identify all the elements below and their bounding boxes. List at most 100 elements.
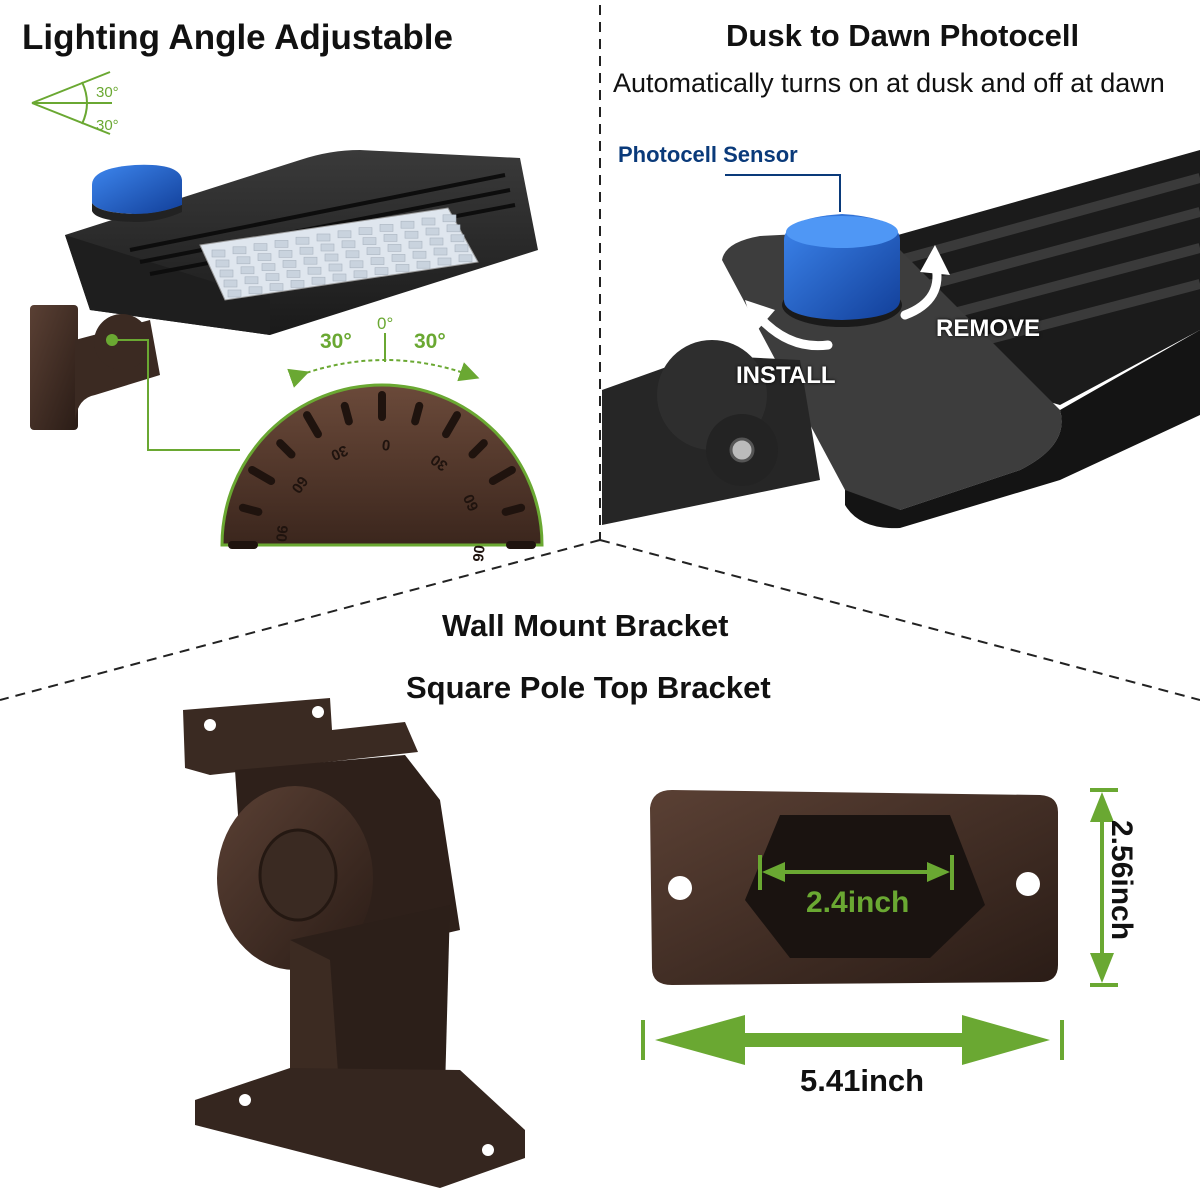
led-chip bbox=[211, 249, 226, 258]
led-chip bbox=[395, 264, 410, 272]
angle-icon-upper-label: 30° bbox=[96, 84, 119, 101]
bracket-title-wall: Wall Mount Bracket bbox=[442, 608, 729, 643]
led-chip bbox=[379, 224, 394, 232]
photocell-subtitle: Automatically turns on at dusk and off a… bbox=[613, 68, 1165, 98]
led-chip bbox=[286, 270, 301, 278]
led-chip bbox=[437, 257, 452, 266]
led-chip bbox=[236, 256, 251, 265]
led-chip bbox=[450, 234, 465, 243]
led-chip bbox=[227, 289, 242, 298]
width-dimension: 5.41inch bbox=[800, 1063, 925, 1098]
led-chip bbox=[332, 273, 347, 282]
dial-callout-line bbox=[112, 339, 240, 451]
angle-icon-lower-label: 30° bbox=[96, 117, 119, 134]
led-chip bbox=[374, 267, 389, 275]
led-chip bbox=[290, 280, 305, 288]
led-chip bbox=[324, 253, 339, 262]
angle-dial bbox=[220, 333, 544, 549]
dial-marking: 90 bbox=[271, 523, 291, 543]
led-chip bbox=[316, 233, 331, 242]
led-chip bbox=[295, 236, 310, 245]
led-chip bbox=[400, 220, 415, 229]
led-chip bbox=[257, 253, 272, 261]
led-chip bbox=[416, 260, 431, 269]
led-chip bbox=[454, 244, 469, 253]
led-chip bbox=[391, 254, 406, 262]
led-chip bbox=[345, 250, 360, 259]
dial-left-label: 30° bbox=[320, 330, 352, 353]
led-chip bbox=[299, 246, 314, 255]
dial-tick bbox=[276, 439, 296, 459]
led-chip bbox=[303, 256, 318, 265]
street-light-fixture bbox=[30, 150, 538, 430]
led-chip bbox=[353, 270, 368, 279]
led-chip bbox=[383, 234, 398, 242]
bracket-title-pole: Square Pole Top Bracket bbox=[406, 670, 771, 705]
dimension-arrow-icon bbox=[641, 788, 1118, 1065]
led-chip bbox=[446, 224, 461, 233]
led-chip bbox=[328, 263, 343, 272]
remove-label: REMOVE bbox=[936, 315, 1041, 342]
dial-tick bbox=[488, 466, 516, 485]
photocell-title: Dusk to Dawn Photocell bbox=[726, 18, 1080, 53]
led-chip bbox=[248, 286, 263, 295]
dial-tick bbox=[238, 503, 263, 516]
dial-tick bbox=[411, 401, 424, 426]
led-chip bbox=[261, 263, 276, 271]
led-chip bbox=[240, 266, 255, 275]
led-chip bbox=[232, 246, 247, 255]
led-chip bbox=[404, 230, 419, 239]
led-chip bbox=[282, 260, 297, 268]
inner-width-dimension: 2.4inch bbox=[806, 886, 910, 919]
led-chip bbox=[274, 240, 289, 248]
photocell-closeup bbox=[602, 150, 1200, 529]
led-chip bbox=[362, 237, 377, 245]
photocell-sensor-label: Photocell Sensor bbox=[618, 142, 798, 167]
divider-lines bbox=[0, 5, 1200, 701]
led-chip bbox=[337, 230, 352, 239]
wall-bracket bbox=[183, 698, 525, 1188]
led-chip bbox=[219, 269, 234, 278]
dial-tick bbox=[340, 401, 353, 426]
led-chip bbox=[442, 214, 457, 223]
led-chip bbox=[458, 254, 473, 263]
dial-tick bbox=[248, 466, 276, 485]
dial-marking: 90 bbox=[470, 544, 490, 564]
led-chip bbox=[278, 250, 293, 258]
height-dimension: 2.56inch bbox=[1105, 820, 1138, 941]
install-label: INSTALL bbox=[736, 362, 836, 389]
dial-right-label: 30° bbox=[414, 330, 446, 353]
led-chip bbox=[269, 283, 284, 291]
led-chip bbox=[408, 240, 423, 249]
dial-tick bbox=[442, 411, 461, 439]
dial-tick bbox=[303, 411, 322, 439]
led-chip bbox=[253, 243, 268, 251]
led-chip bbox=[223, 279, 238, 288]
led-chip bbox=[387, 244, 402, 252]
sensor-callout-line bbox=[725, 174, 841, 212]
led-chip bbox=[341, 240, 356, 249]
led-chip bbox=[425, 227, 440, 236]
led-chip bbox=[307, 266, 322, 275]
led-chip bbox=[366, 247, 381, 255]
led-chip bbox=[265, 273, 280, 281]
led-chip bbox=[429, 237, 444, 246]
dial-tick bbox=[501, 503, 526, 516]
led-chip bbox=[433, 247, 448, 256]
led-chip bbox=[215, 259, 230, 268]
bracket-plate bbox=[650, 790, 1058, 985]
led-chip bbox=[370, 257, 385, 265]
dial-tick bbox=[468, 439, 488, 459]
led-chip bbox=[421, 217, 436, 226]
led-chip bbox=[358, 227, 373, 235]
led-chip bbox=[244, 276, 259, 285]
angle-title: Lighting Angle Adjustable bbox=[22, 18, 453, 57]
led-chip bbox=[311, 276, 326, 285]
led-chip bbox=[320, 243, 335, 252]
angle-icon bbox=[31, 71, 112, 135]
led-chip bbox=[412, 250, 427, 259]
led-chip bbox=[349, 260, 364, 269]
dial-center-label: 0° bbox=[377, 314, 394, 333]
